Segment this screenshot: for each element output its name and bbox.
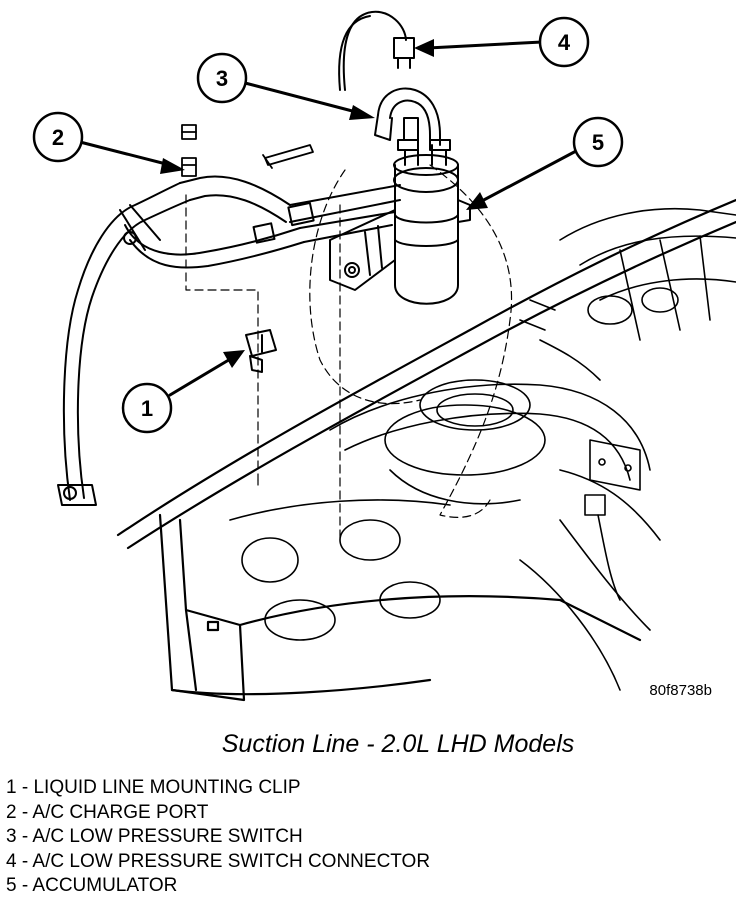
figure-caption: Suction Line - 2.0L LHD Models xyxy=(221,730,575,758)
liquid-line-mounting-clip xyxy=(245,329,277,373)
mounting-bolt xyxy=(262,144,314,169)
legend-label: A/C LOW PRESSURE SWITCH CONNECTOR xyxy=(32,850,431,872)
callout-number: 4 xyxy=(558,30,571,55)
callout-number: 1 xyxy=(141,396,153,421)
engine-bay-structure xyxy=(229,207,736,691)
legend-label: LIQUID LINE MOUNTING CLIP xyxy=(33,777,301,798)
legend-number: 2 xyxy=(6,802,32,823)
charge-port-cap xyxy=(181,124,197,177)
callout-1: 1 xyxy=(121,382,173,434)
switch-connector-wire xyxy=(338,10,415,91)
suction-line-hose xyxy=(57,175,401,506)
callout-number: 2 xyxy=(52,125,64,150)
figure-code: 80f8738b xyxy=(649,682,712,699)
accumulator xyxy=(329,139,471,305)
legend-number: 3 xyxy=(6,826,32,847)
low-pressure-switch xyxy=(374,87,441,146)
legend-item: 1LIQUID LINE MOUNTING CLIP xyxy=(6,776,430,801)
callout-4: 4 xyxy=(538,16,590,68)
callout-arrow-3 xyxy=(243,81,362,115)
callout-number: 5 xyxy=(592,130,604,155)
callout-arrows xyxy=(78,40,580,397)
locator-lines xyxy=(185,164,512,541)
callout-3: 3 xyxy=(196,52,248,104)
callout-arrow-1 xyxy=(168,356,234,397)
callout-2: 2 xyxy=(32,111,84,163)
legend-number: 4 xyxy=(6,851,32,872)
callout-circles: 1 2 3 4 5 xyxy=(32,16,624,434)
legend-item: 3A/C LOW PRESSURE SWITCH xyxy=(6,825,430,850)
legend-item: 5ACCUMULATOR xyxy=(6,874,430,899)
callout-arrow-5 xyxy=(478,148,580,204)
legend-number: 5 xyxy=(6,875,32,896)
arrow-heads xyxy=(160,39,488,368)
suction-line-diagram: 1 2 3 4 5 xyxy=(32,10,736,702)
callout-5: 5 xyxy=(572,116,624,168)
legend-item: 2A/C CHARGE PORT xyxy=(6,801,430,826)
legend-item: 4A/C LOW PRESSURE SWITCH CONNECTOR xyxy=(6,850,430,875)
legend-number: 1 xyxy=(6,777,33,798)
legend-label: A/C CHARGE PORT xyxy=(32,801,209,823)
callout-arrow-4 xyxy=(426,40,544,50)
callout-arrow-2 xyxy=(78,140,172,167)
legend-label: ACCUMULATOR xyxy=(32,875,178,896)
legend-label: A/C LOW PRESSURE SWITCH xyxy=(32,826,303,847)
callout-legend: 1LIQUID LINE MOUNTING CLIP 2A/C CHARGE P… xyxy=(6,776,430,899)
callout-number: 3 xyxy=(216,66,228,91)
